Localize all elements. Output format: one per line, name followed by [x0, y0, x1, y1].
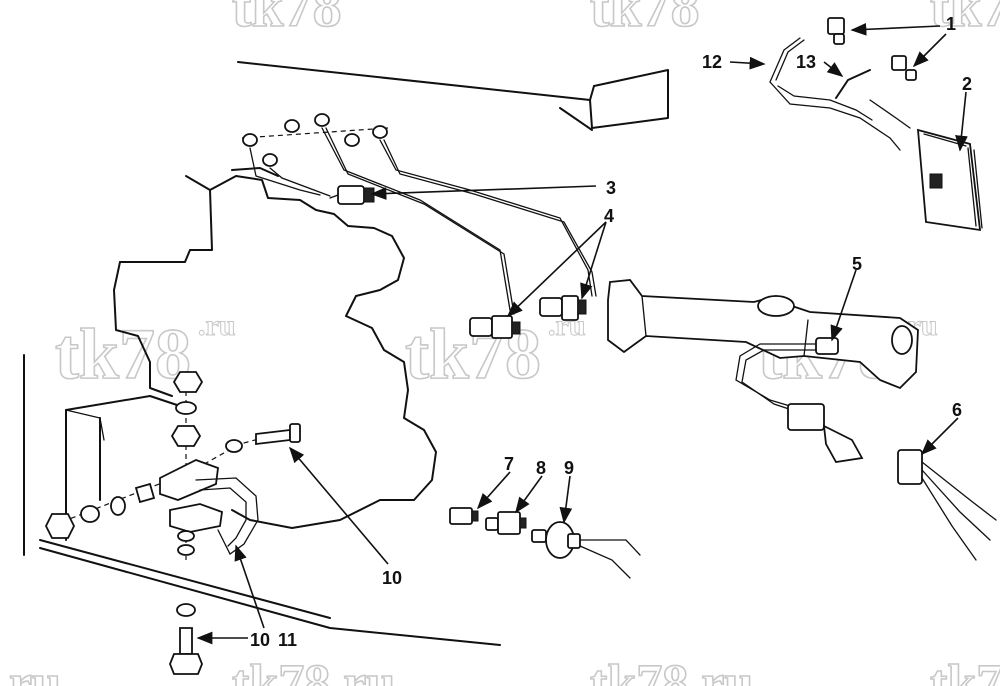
watermark-mid-1: tk78: [55, 314, 191, 394]
washer: [175, 401, 197, 415]
watermark-mid-1-ru: .ru: [198, 309, 236, 342]
strap-terminal: [169, 503, 223, 533]
ring-terminal: [372, 125, 388, 139]
washer: [225, 439, 243, 453]
ground-strap-assembly: [44, 371, 301, 675]
washer: [176, 603, 196, 617]
callout-1: 1: [946, 14, 956, 34]
engine-block-outline: [113, 167, 437, 529]
callout-5: 5: [852, 254, 862, 274]
control-module: [916, 128, 982, 232]
bracket-hole: [757, 295, 795, 317]
washer: [177, 544, 195, 556]
washer: [80, 505, 100, 523]
watermark-top-2: tk78: [590, 0, 700, 39]
clamp-1: [827, 17, 845, 35]
star-washer: [134, 482, 156, 504]
hex-nut: [44, 513, 76, 539]
callout-6: 6: [952, 400, 962, 420]
callout-4: 4: [604, 206, 614, 226]
callout-labels: 1 2 3 4 5 6 7 8 9 10 10 11 12 13: [250, 14, 972, 650]
callout-2: 2: [962, 74, 972, 94]
watermark-top-3: tk78: [930, 0, 1000, 39]
mounting-bracket: [607, 279, 919, 463]
callout-8: 8: [536, 458, 546, 478]
fitting-8: [485, 511, 527, 535]
hex-nut: [170, 425, 202, 447]
ring-terminal: [262, 153, 278, 167]
left-frame-panel: [23, 354, 501, 646]
callout-12: 12: [702, 52, 722, 72]
washer: [110, 496, 126, 516]
temperature-sender: [329, 185, 375, 205]
bolt-head: [169, 653, 203, 675]
ring-terminal: [242, 133, 258, 147]
watermark-bottom-1: .ru: [0, 655, 61, 686]
hex-nut: [172, 371, 204, 393]
electrical-connector: [897, 449, 997, 561]
frame-rail: [237, 61, 669, 131]
strap-terminal: [159, 459, 219, 501]
callout-11: 11: [278, 630, 297, 650]
clamp-1: [891, 55, 907, 71]
fitting-7: [449, 507, 479, 525]
callout-9: 9: [564, 458, 574, 478]
watermark-bottom-4: tk78.ru: [930, 655, 1000, 686]
bracket-hole: [891, 325, 913, 355]
washer: [177, 530, 195, 542]
callout-10-lower: 10: [250, 630, 270, 650]
pressure-sensor-9: [531, 521, 641, 579]
ring-terminal: [314, 113, 330, 127]
callout-7: 7: [504, 454, 514, 474]
wiring-harness: [241, 113, 597, 315]
callout-3: 3: [606, 178, 616, 198]
bolt: [179, 627, 193, 655]
callout-arrows: [196, 22, 968, 645]
watermark-top-1: tk78: [232, 0, 342, 39]
nut: [284, 119, 300, 133]
pressure-switches: [469, 295, 587, 339]
nut: [344, 133, 360, 147]
clamps-and-module: [769, 17, 983, 232]
watermark-bottom-2: tk78.ru: [232, 655, 395, 686]
callout-10-upper: 10: [382, 568, 402, 588]
bolt: [255, 428, 291, 446]
watermark-bottom-3: tk78.ru: [590, 655, 753, 686]
callout-13: 13: [796, 52, 816, 72]
